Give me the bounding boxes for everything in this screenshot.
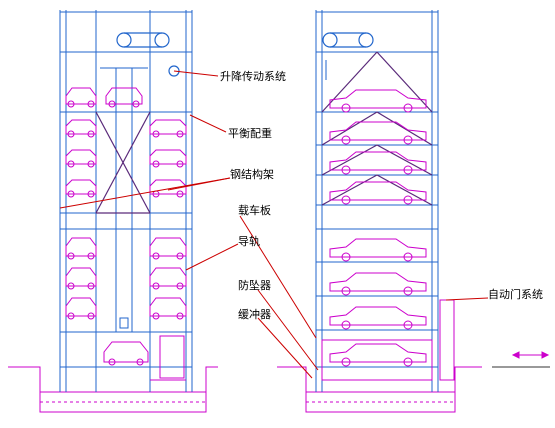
- label-buffer: 缓冲器: [238, 307, 271, 321]
- right-tower-frame: [315, 10, 439, 392]
- car-slot: [65, 87, 97, 108]
- left-cross-brace: [95, 111, 151, 214]
- label-counterweight: 平衡配重: [228, 126, 272, 140]
- label-guide-rail: 导轨: [238, 234, 260, 248]
- label-auto-door: 自动门系统: [488, 287, 543, 301]
- left-foundation-pit: [8, 366, 218, 413]
- right-car-stack: [321, 89, 455, 381]
- right-pulley-motor-icon: [322, 32, 374, 48]
- label-anti-fall: 防坠器: [238, 278, 271, 292]
- left-tower-frame: [59, 10, 193, 392]
- left-car-stack: [65, 87, 187, 381]
- label-steel-frame: 钢结构架: [230, 167, 274, 181]
- label-lift-drive: 升降传动系统: [220, 69, 286, 83]
- left-pulley-motor-icon: [116, 32, 180, 77]
- label-car-board: 载车板: [238, 203, 271, 217]
- leader-lines: [59, 70, 489, 379]
- double-arrow-icon: [511, 351, 550, 359]
- right-foundation-pit: [277, 366, 482, 413]
